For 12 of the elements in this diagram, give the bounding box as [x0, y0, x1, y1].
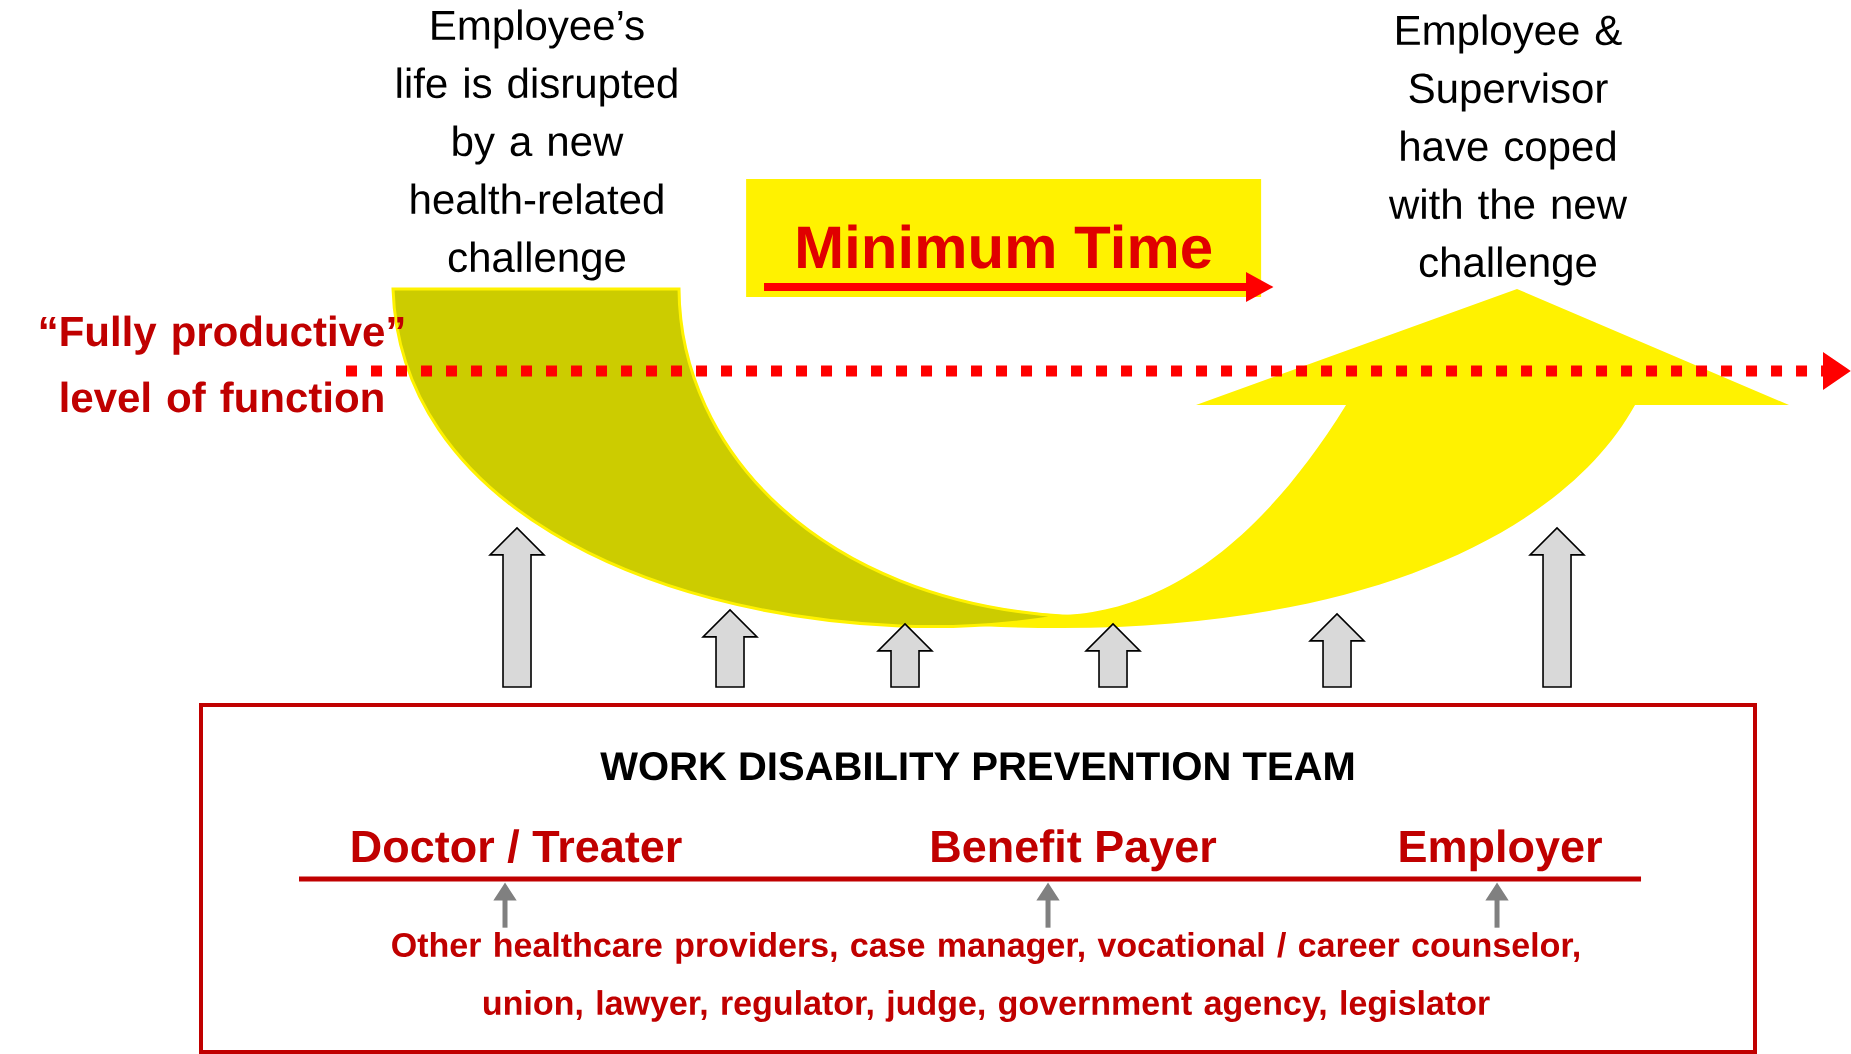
caption-text: Employee’s life is disrupted by a new health-related challenge — [397, 9, 677, 281]
role-label: Employer — [1400, 829, 1602, 872]
block-arrow — [1084, 622, 1142, 688]
caption-text: Employee & Supervisor have coped with the new challenge — [1388, 14, 1628, 286]
block-arrow — [1308, 612, 1366, 688]
block-arrow — [701, 608, 759, 688]
role-label: Doctor / Treater — [352, 829, 682, 863]
block-arrow — [1528, 526, 1586, 688]
member-list: Other healthcare providers, case manager, vocational / career counselor, union, lawyer, regulator, judge, government agency, legislator — [392, 932, 1579, 1022]
block-arrow — [488, 526, 546, 688]
block-arrow — [876, 622, 934, 688]
role-label: Benefit Payer — [932, 829, 1217, 872]
